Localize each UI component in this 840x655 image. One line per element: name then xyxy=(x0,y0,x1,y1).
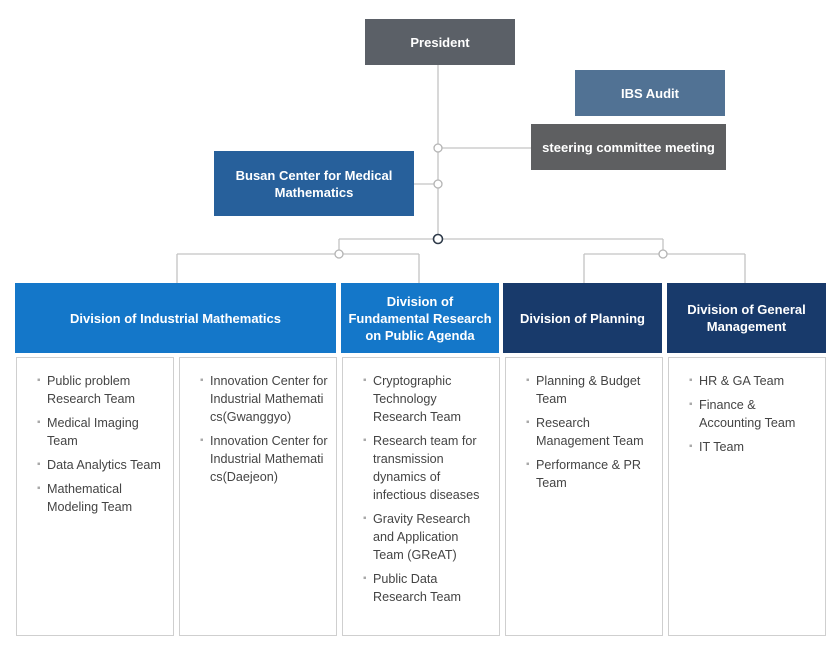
team-item: ▪ Medical Imaging Team xyxy=(37,414,165,450)
team-name: Innovation Center for Industrial Mathema… xyxy=(210,374,328,424)
division-title: Division of Industrial Mathematics xyxy=(70,310,281,326)
ibs-audit-label: IBS Audit xyxy=(620,85,679,101)
team-item: ▪ Innovation Center for Industrial Mathem… xyxy=(200,432,328,486)
team-item: ▪ Mathematical Modeling Team xyxy=(37,480,165,516)
junction-node xyxy=(334,249,344,259)
bullet-icon: ▪ xyxy=(363,375,367,386)
team-list: ▪ Planning & Budget Team ▪ Research Manage… xyxy=(506,358,662,492)
team-name: Gravity Research and Application Team (G… xyxy=(373,512,471,562)
team-list: ▪ HR & GA Team ▪ Finance & Accounting Team… xyxy=(669,358,825,456)
team-list: ▪ Innovation Center for Industrial Mathem… xyxy=(180,358,336,486)
team-item: ▪ HR & GA Team xyxy=(689,372,817,390)
bullet-icon: ▪ xyxy=(37,375,41,386)
bullet-icon: ▪ xyxy=(363,573,367,584)
busan-center-label: Busan Center for Medical Mathematics xyxy=(235,167,393,200)
bullet-icon: ▪ xyxy=(689,375,693,386)
bullet-icon: ▪ xyxy=(200,435,204,446)
bullet-icon: ▪ xyxy=(689,399,693,410)
team-list: ▪ Public problem Research Team ▪ Medical I… xyxy=(17,358,173,516)
steering-committee-label: steering committee meeting xyxy=(542,139,715,155)
junction-node xyxy=(433,179,443,189)
team-name: Research Management Team xyxy=(536,416,644,448)
team-item: ▪ Gravity Research and Application Team (… xyxy=(363,510,491,564)
division-fundamental-research: Division of Fundamental Research on Publ… xyxy=(341,283,499,353)
bullet-icon: ▪ xyxy=(200,375,204,386)
team-item: ▪ Cryptographic Technology Research Team xyxy=(363,372,491,426)
team-panel-fundamental: ▪Cryptographic Technology Research Team … xyxy=(342,357,500,636)
team-name: Public problem Research Team xyxy=(47,374,135,406)
team-item: ▪ Planning & Budget Team xyxy=(526,372,654,408)
junction-node xyxy=(433,143,443,153)
team-name: Research team for transmission dynamics … xyxy=(373,434,480,502)
bullet-icon: ▪ xyxy=(363,513,367,524)
president-box: President xyxy=(365,19,515,65)
team-item: ▪ Data Analytics Team xyxy=(37,456,165,474)
bullet-icon: ▪ xyxy=(526,417,530,428)
team-name: Public Data Research Team xyxy=(373,572,461,604)
bullet-icon: ▪ xyxy=(37,483,41,494)
team-name: Innovation Center for Industrial Mathema… xyxy=(210,434,328,484)
team-item: ▪ IT Team xyxy=(689,438,817,456)
team-item: ▪ Innovation Center for Industrial Mathem… xyxy=(200,372,328,426)
bullet-icon: ▪ xyxy=(37,459,41,470)
team-panel-industrial-1: ▪ Public problem Research Team ▪ Medical I… xyxy=(16,357,174,636)
steering-committee-box: steering committee meeting xyxy=(531,124,726,170)
team-item: ▪ Performance & PR Team xyxy=(526,456,654,492)
team-name: Performance & PR Team xyxy=(536,458,641,490)
team-item: ▪ Public Data Research Team xyxy=(363,570,491,606)
junction-node-main xyxy=(432,233,444,245)
team-item: ▪ Research team for transmission dynamics… xyxy=(363,432,491,504)
team-item: ▪ Public problem Research Team xyxy=(37,372,165,408)
team-name: Medical Imaging Team xyxy=(47,416,139,448)
team-item: ▪ Finance & Accounting Team xyxy=(689,396,817,432)
division-title: Division of Fundamental Research on Publ… xyxy=(348,293,492,343)
team-panel-planning: ▪ Planning & Budget Team ▪ Research Manage… xyxy=(505,357,663,636)
team-name: Data Analytics Team xyxy=(47,458,161,472)
team-list: ▪Cryptographic Technology Research Team … xyxy=(343,358,499,606)
team-panel-general-management: ▪ HR & GA Team ▪ Finance & Accounting Team… xyxy=(668,357,826,636)
bullet-icon: ▪ xyxy=(526,459,530,470)
team-name: Mathematical Modeling Team xyxy=(47,482,133,514)
division-title: Division of Planning xyxy=(520,310,645,326)
team-panel-industrial-2: ▪ Innovation Center for Industrial Mathem… xyxy=(179,357,337,636)
bullet-icon: ▪ xyxy=(526,375,530,386)
ibs-audit-box: IBS Audit xyxy=(575,70,725,116)
bullet-icon: ▪ xyxy=(689,441,693,452)
division-general-management: Division of General Management xyxy=(667,283,826,353)
team-name: Planning & Budget Team xyxy=(536,374,641,406)
team-name: IT Team xyxy=(699,440,745,454)
president-label: President xyxy=(410,34,470,50)
team-item: ▪ Research Management Team xyxy=(526,414,654,450)
team-name: Cryptographic Technology Research Team xyxy=(373,374,461,424)
busan-center-box: Busan Center for Medical Mathematics xyxy=(214,151,414,216)
team-name: Finance & Accounting Team xyxy=(699,398,796,430)
bullet-icon: ▪ xyxy=(363,435,367,446)
division-title: Division of General Management xyxy=(687,302,806,334)
division-industrial-mathematics: Division of Industrial Mathematics xyxy=(15,283,336,353)
team-name: HR & GA Team xyxy=(699,374,785,388)
division-planning: Division of Planning xyxy=(503,283,662,353)
bullet-icon: ▪ xyxy=(37,417,41,428)
junction-node xyxy=(658,249,668,259)
